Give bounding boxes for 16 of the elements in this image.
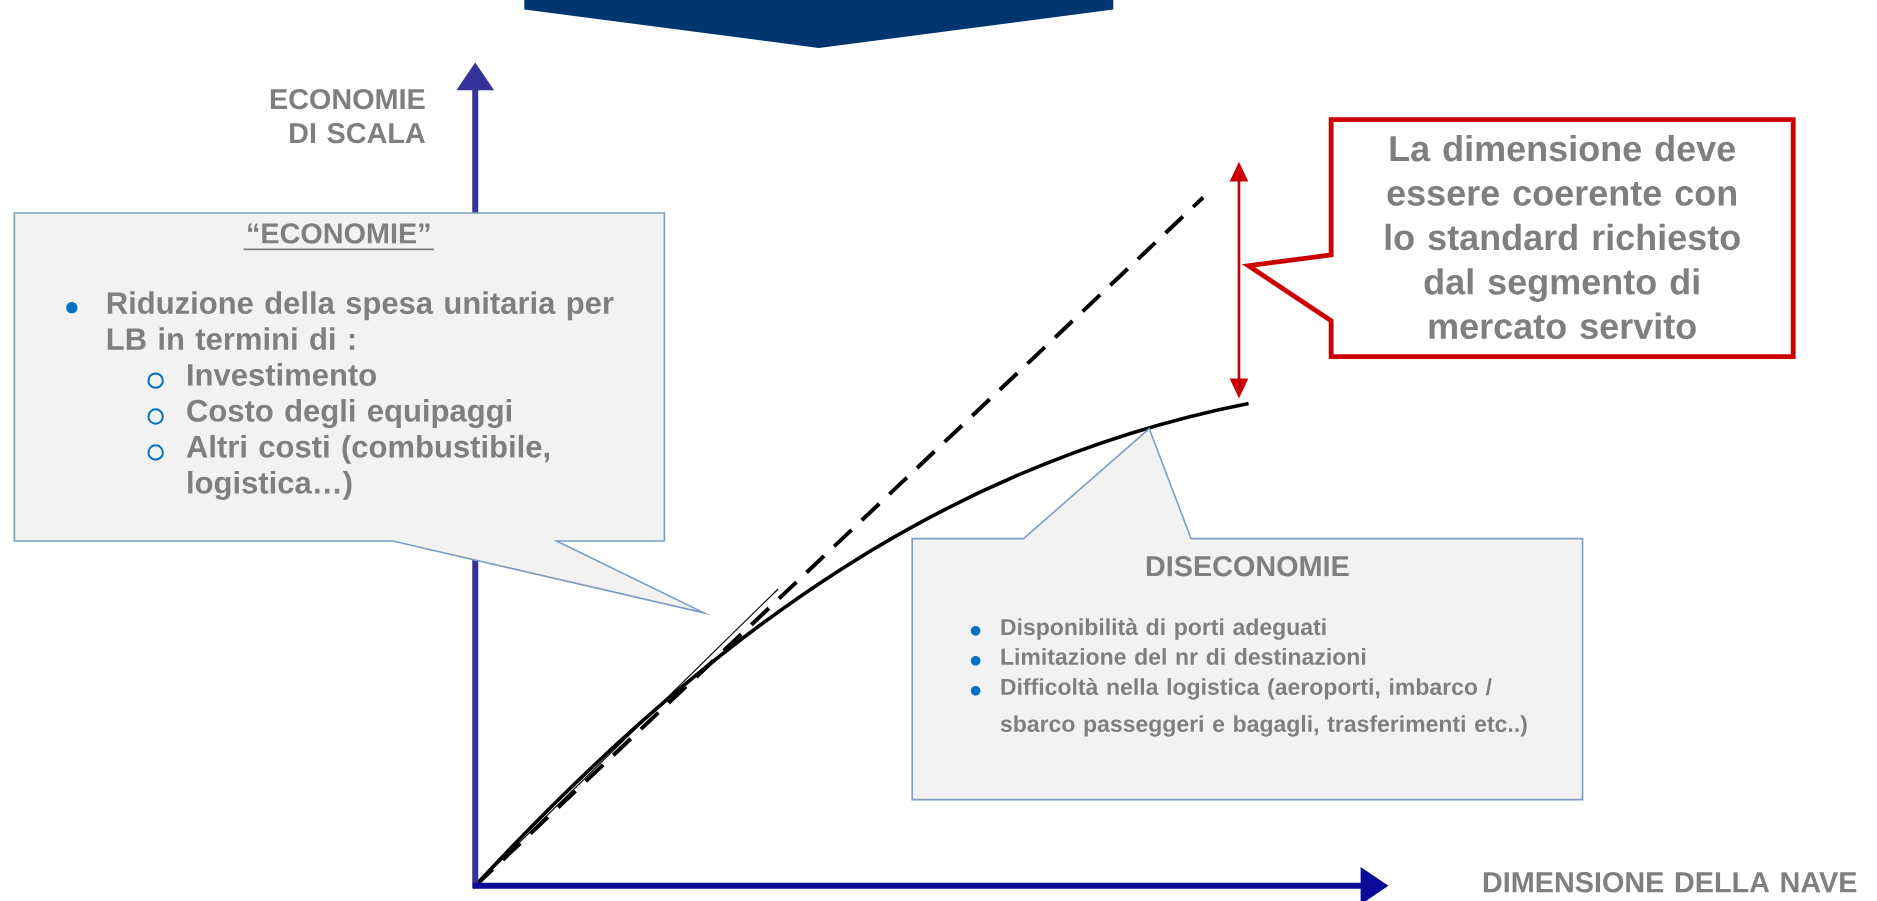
list-item: Costo degli equipaggi [187, 398, 512, 428]
callout-text: La dimensione deve essere coerente con lo standard richiesto dal segmento di mercato servito [1385, 134, 1740, 339]
heading: DISECONOMIE [1146, 555, 1349, 577]
list-item: Disponibilità di porti adeguati [1001, 617, 1326, 640]
heading: “ECONOMIE” [242, 223, 435, 251]
list-item: Investimento [188, 362, 376, 386]
callout-box [911, 427, 1584, 801]
banner-shape [524, 0, 1114, 48]
axis-label: ECONOMIE DI SCALA [270, 88, 425, 144]
axis-label: DIMENSIONE DELLA NAVE [1483, 871, 1857, 893]
list-item: Riduzione della spesa unitaria per LB in termini di : [107, 291, 614, 350]
list-item: Difficoltà nella logistica (aeroporti, imbarco / sbarco passeggeri e bagagli, trasferimenti etc..) [1000, 677, 1527, 737]
list-item: Limitazione del nr di destinazioni [1001, 647, 1366, 665]
callout-box [1241, 117, 1796, 359]
list-item: Altri costi (combustibile, logistica…) [186, 434, 550, 500]
callout-box [13, 212, 711, 616]
